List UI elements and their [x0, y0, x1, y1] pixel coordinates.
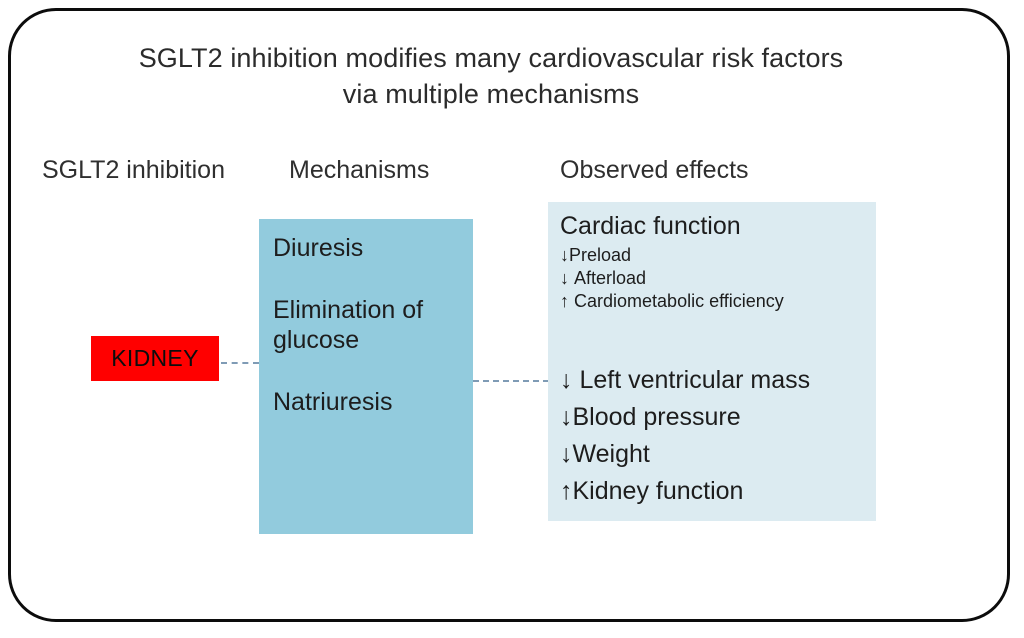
list-item: ↑ Cardiometabolic efficiency [560, 290, 872, 313]
list-item: ↓Preload [560, 244, 872, 267]
list-item: ↑Kidney function [560, 473, 874, 510]
title-line-2: via multiple mechanisms [342, 79, 640, 109]
list-item: Elimination of glucose [273, 296, 424, 354]
kidney-node: KIDNEY [91, 336, 219, 381]
arrow-down-icon: ↓ [560, 245, 569, 265]
list-item-label: Preload [569, 245, 632, 265]
list-item: ↓Weight [560, 436, 874, 473]
list-item-label: Kidney function [572, 477, 744, 505]
list-item: Diuresis [273, 234, 364, 262]
list-item: Natriuresis [273, 388, 393, 416]
mechanisms-panel: Diuresis Elimination of glucose Natriure… [259, 219, 473, 534]
arrow-up-icon: ↑ [560, 291, 569, 311]
mechanisms-list: Diuresis Elimination of glucose Natriure… [273, 233, 469, 417]
outer-frame-border [8, 8, 1010, 622]
connector-mechanisms-to-effects [473, 380, 549, 382]
list-item-label: Cardiometabolic efficiency [574, 291, 784, 311]
list-item: ↓Blood pressure [560, 399, 874, 436]
list-item-label: Blood pressure [572, 403, 741, 431]
connector-kidney-to-mechanisms [221, 362, 259, 364]
observed-effects-panel: Cardiac function ↓Preload ↓ Afterload ↑ … [548, 202, 876, 521]
list-item-label: Afterload [574, 268, 647, 288]
arrow-down-icon: ↓ [560, 366, 573, 394]
list-item-label: Weight [572, 440, 650, 468]
arrow-up-icon: ↑ [560, 477, 573, 505]
list-item-label: Left ventricular mass [579, 366, 811, 394]
list-item: ↓ Left ventricular mass [560, 362, 874, 399]
arrow-down-icon: ↓ [560, 440, 573, 468]
arrow-down-icon: ↓ [560, 403, 573, 431]
arrow-down-icon: ↓ [560, 268, 569, 288]
page-title: SGLT2 inhibition modifies many cardiovas… [96, 40, 886, 112]
column-header-sglt2-inhibition: SGLT2 inhibition [42, 156, 225, 184]
list-item: ↓ Afterload [560, 267, 872, 290]
cardiac-function-group: Cardiac function ↓Preload ↓ Afterload ↑ … [560, 211, 872, 313]
kidney-node-label: KIDNEY [111, 345, 199, 371]
cardiac-function-title: Cardiac function [560, 212, 741, 240]
title-line-1: SGLT2 inhibition modifies many cardiovas… [138, 43, 844, 73]
column-header-mechanisms: Mechanisms [289, 156, 430, 184]
column-header-observed-effects: Observed effects [560, 156, 749, 184]
observed-outcomes-list: ↓ Left ventricular mass ↓Blood pressure … [560, 362, 874, 510]
